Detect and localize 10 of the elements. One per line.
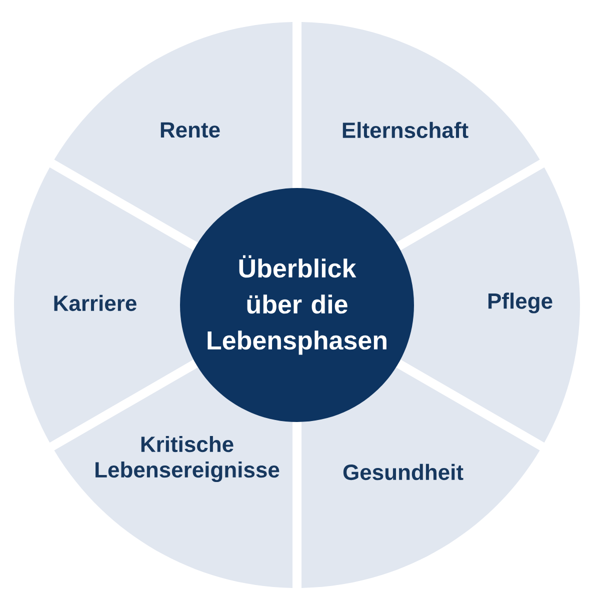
node-label: Elternschaft [342, 122, 468, 138]
node-label: Gesundheit [343, 464, 464, 480]
node-label: Pflege [488, 292, 552, 314]
node-label: Karriere [54, 294, 136, 312]
circle-segment: Elternschaft [302, 22, 540, 244]
circle-segment: Rente [54, 22, 292, 244]
circle-segment: Pflege [400, 167, 580, 443]
circle-segment: Gesundheit [302, 366, 540, 588]
circle-segment: Kritische Lebensereignisse [54, 366, 292, 588]
node-label: Rente [160, 122, 220, 138]
